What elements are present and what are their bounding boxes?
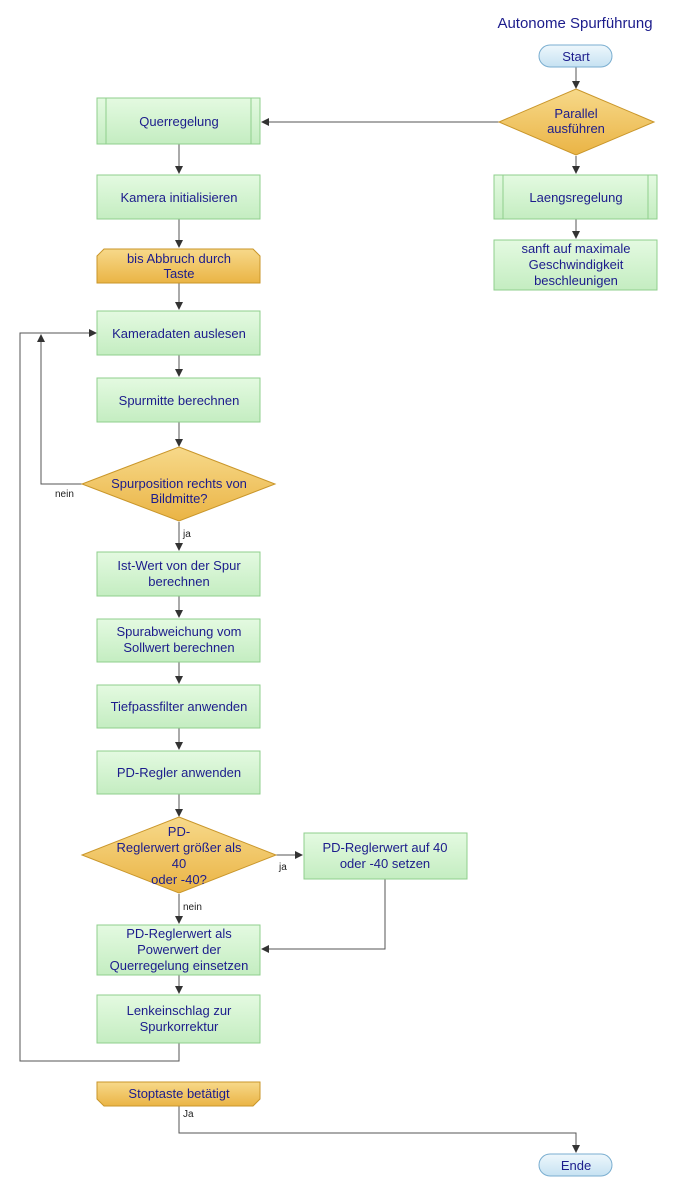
laengsregelung-label: Laengsregelung xyxy=(529,190,622,205)
pdcheck-line-1: PD- xyxy=(168,824,190,839)
istwert-line-1: Ist-Wert von der Spur xyxy=(117,558,241,573)
powerwert-line-2: Powerwert der xyxy=(137,942,221,957)
process-lenkeinschlag: Lenkeinschlag zur Spurkorrektur xyxy=(96,994,261,1044)
abbruch-line-2: Taste xyxy=(163,266,194,281)
abbruch-line-1: bis Abbruch durch xyxy=(127,251,231,266)
loop-stoptaste: Stoptaste betätigt xyxy=(96,1081,261,1107)
start-label: Start xyxy=(562,49,590,64)
process-beschleunigen: sanft auf maximale Geschwindigkeit besch… xyxy=(493,239,658,291)
spurposition-line-2: Bildmitte? xyxy=(150,491,207,506)
label-stop-ja: Ja xyxy=(183,1109,194,1120)
edges xyxy=(19,67,580,1153)
beschleunigen-line-3: beschleunigen xyxy=(534,273,618,288)
decision-parallel: Parallel ausführen xyxy=(497,88,656,156)
pdcheck-line-4: oder -40? xyxy=(151,872,207,887)
process-powerwert: PD-Reglerwert als Powerwert der Querrege… xyxy=(96,924,261,976)
pdcheck-line-3: 40 xyxy=(172,856,186,871)
process-tiefpass: Tiefpassfilter anwenden xyxy=(96,684,261,729)
pdcheck-line-2: Reglerwert größer als xyxy=(117,840,242,855)
beschleunigen-line-1: sanft auf maximale xyxy=(521,241,630,256)
beschleunigen-line-2: Geschwindigkeit xyxy=(529,257,624,272)
process-istwert: Ist-Wert von der Spur berechnen xyxy=(96,551,261,597)
pdsetzen-line-1: PD-Reglerwert auf 40 xyxy=(323,840,448,855)
label-spur-nein: nein xyxy=(55,489,74,500)
edge-loop-back xyxy=(19,329,180,1062)
lenkeinschlag-line-2: Spurkorrektur xyxy=(140,1019,219,1034)
querregelung-label: Querregelung xyxy=(139,114,219,129)
spurposition-line-1: Spurposition rechts von xyxy=(111,476,247,491)
tiefpass-label: Tiefpassfilter anwenden xyxy=(111,699,248,714)
subprocess-querregelung: Querregelung xyxy=(96,97,261,145)
stoptaste-label: Stoptaste betätigt xyxy=(128,1086,230,1101)
spurabweichung-line-2: Sollwert berechnen xyxy=(123,640,234,655)
powerwert-line-1: PD-Reglerwert als xyxy=(126,926,232,941)
process-kamera-init: Kamera initialisieren xyxy=(96,174,261,220)
spurmitte-label: Spurmitte berechnen xyxy=(119,393,240,408)
kameradaten-label: Kameradaten auslesen xyxy=(112,326,246,341)
process-kameradaten: Kameradaten auslesen xyxy=(96,310,261,356)
lenkeinschlag-line-1: Lenkeinschlag zur xyxy=(127,1003,232,1018)
decision-pdcheck: PD- Reglerwert größer als 40 oder -40? xyxy=(80,816,278,894)
istwert-line-2: berechnen xyxy=(148,574,209,589)
parallel-line-2: ausführen xyxy=(547,121,605,136)
spurabweichung-line-1: Spurabweichung vom xyxy=(116,624,241,639)
subprocess-laengsregelung: Laengsregelung xyxy=(493,174,658,220)
edge-spurposition-nein xyxy=(37,334,83,485)
label-pd-ja: ja xyxy=(278,862,287,873)
powerwert-line-3: Querregelung einsetzen xyxy=(110,958,249,973)
process-pdsetzen: PD-Reglerwert auf 40 oder -40 setzen xyxy=(303,832,468,880)
edge-stop-ende xyxy=(178,1106,580,1153)
pdregler-label: PD-Regler anwenden xyxy=(117,765,241,780)
end-terminal: Ende xyxy=(538,1153,613,1177)
kamera-init-label: Kamera initialisieren xyxy=(120,190,237,205)
label-spur-ja: ja xyxy=(182,529,191,540)
parallel-line-1: Parallel xyxy=(554,106,597,121)
label-pd-nein: nein xyxy=(183,902,202,913)
process-spurabweichung: Spurabweichung vom Sollwert berechnen xyxy=(96,618,261,663)
edge-pdsetzen-powerwert xyxy=(261,879,386,953)
end-label: Ende xyxy=(561,1158,591,1173)
process-spurmitte: Spurmitte berechnen xyxy=(96,377,261,423)
start-terminal: Start xyxy=(538,44,613,68)
pdsetzen-line-2: oder -40 setzen xyxy=(340,856,430,871)
decision-spurposition: Spurposition rechts von Bildmitte? xyxy=(80,446,277,522)
loop-abbruch: bis Abbruch durch Taste xyxy=(96,248,261,284)
diagram-title: Autonome Spurführung xyxy=(497,15,652,32)
process-pdregler: PD-Regler anwenden xyxy=(96,750,261,795)
